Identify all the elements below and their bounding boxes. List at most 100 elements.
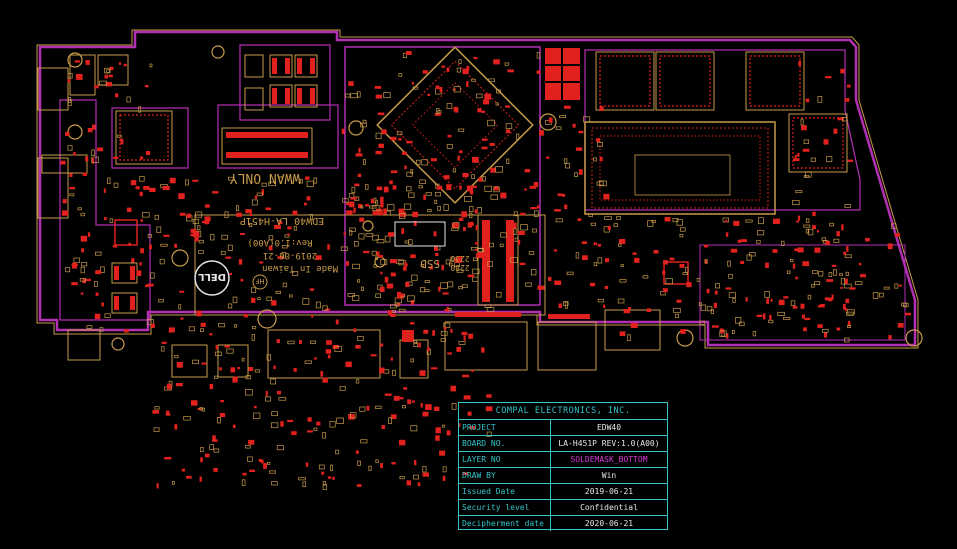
smd-part xyxy=(796,220,799,223)
smd-part xyxy=(627,307,631,310)
silkscreen-outline xyxy=(36,29,919,349)
smd-part xyxy=(161,346,165,352)
smd-part xyxy=(674,313,680,318)
smd-part xyxy=(804,317,811,321)
ssd-label: SSD xyxy=(420,257,440,270)
ssd-connector xyxy=(477,214,519,306)
smd-part xyxy=(159,258,165,265)
smd-part xyxy=(604,216,612,220)
smd-part xyxy=(620,264,624,267)
smd-part xyxy=(424,289,430,293)
smd-part xyxy=(844,337,850,343)
smd-part xyxy=(487,119,495,127)
smd-part xyxy=(212,191,219,194)
smd-part xyxy=(446,67,450,73)
smd-part xyxy=(505,129,511,134)
smd-part xyxy=(363,250,370,254)
smd-part xyxy=(590,282,596,287)
smd-part xyxy=(241,479,246,486)
smd-part xyxy=(673,307,681,314)
smd-part xyxy=(663,260,668,265)
smd-part xyxy=(406,140,413,144)
smd-part xyxy=(664,217,671,222)
smd-part xyxy=(389,180,393,185)
smd-part xyxy=(413,340,417,344)
smd-part xyxy=(200,447,204,453)
smd-part xyxy=(209,383,214,390)
smd-part xyxy=(456,269,464,273)
smd-part xyxy=(221,234,229,240)
smd-part xyxy=(444,309,449,312)
smd-part xyxy=(725,287,732,290)
smd-part xyxy=(672,217,679,223)
smd-part xyxy=(768,319,774,324)
smd-part xyxy=(483,230,488,236)
smd-part xyxy=(240,278,244,282)
smd-part xyxy=(289,294,293,298)
smd-part xyxy=(462,374,470,378)
smd-part xyxy=(195,211,203,218)
smd-part xyxy=(459,185,462,190)
smd-part xyxy=(247,456,253,462)
dell-logo: DELL xyxy=(194,260,230,296)
smd-part xyxy=(807,294,812,300)
smd-part xyxy=(251,334,255,341)
smd-part xyxy=(392,185,397,190)
smd-part xyxy=(891,223,897,229)
smd-part xyxy=(423,329,429,334)
smd-part xyxy=(781,240,785,246)
smd-part xyxy=(537,205,540,209)
smd-part xyxy=(225,256,232,259)
svg-text:DELL: DELL xyxy=(197,271,226,282)
smd-part xyxy=(403,387,408,390)
smd-part xyxy=(698,302,702,306)
smd-part xyxy=(530,269,537,276)
smd-part xyxy=(269,470,276,474)
smd-part xyxy=(81,261,88,267)
smd-part xyxy=(456,346,461,352)
smd-part xyxy=(883,286,890,290)
smd-part xyxy=(353,207,356,213)
smd-part xyxy=(342,198,349,203)
smd-part xyxy=(200,322,206,327)
smd-part xyxy=(261,182,267,187)
red-pad-block xyxy=(545,48,580,100)
smd-part xyxy=(69,173,73,177)
smd-part xyxy=(300,178,303,184)
smd-part xyxy=(758,217,764,225)
smd-part xyxy=(680,227,686,232)
smd-part xyxy=(888,335,892,340)
smd-part xyxy=(265,390,268,397)
smd-part xyxy=(581,241,587,244)
smd-part xyxy=(309,288,314,291)
smd-part xyxy=(847,324,851,328)
smd-part xyxy=(793,158,800,162)
smd-part xyxy=(144,85,149,88)
smd-part xyxy=(112,245,118,248)
smd-part xyxy=(364,204,370,207)
smd-part xyxy=(397,291,402,297)
smd-part xyxy=(559,115,567,118)
smd-part xyxy=(233,324,237,328)
smd-part xyxy=(91,158,95,164)
smd-part xyxy=(390,272,396,277)
smd-part xyxy=(706,306,713,312)
smd-part xyxy=(287,419,294,423)
row-label: LAYER NO xyxy=(459,452,551,467)
smd-part xyxy=(833,269,837,276)
smd-part xyxy=(406,51,412,55)
smd-part xyxy=(898,284,902,287)
smd-part xyxy=(706,288,710,294)
smd-part xyxy=(403,266,407,271)
smd-part xyxy=(412,86,419,90)
smd-part xyxy=(481,110,485,113)
smd-part xyxy=(802,148,810,152)
smd-part xyxy=(105,69,111,73)
smd-part xyxy=(425,404,432,410)
smd-part xyxy=(118,62,121,65)
smd-part xyxy=(504,62,509,66)
smd-part xyxy=(346,202,351,206)
cpu-zone xyxy=(344,46,541,306)
smd-part xyxy=(347,293,355,297)
smd-part xyxy=(263,463,267,469)
